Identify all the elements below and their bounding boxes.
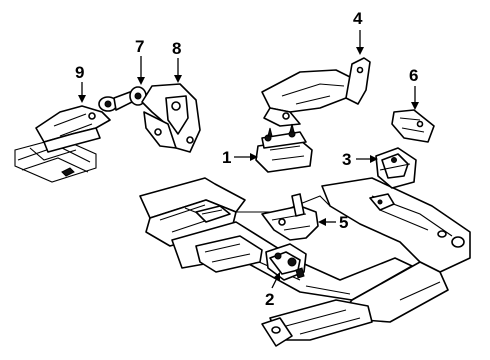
- callout-5: 5: [339, 213, 348, 232]
- callout-7: 7: [135, 37, 144, 56]
- callout-3: 3: [342, 150, 351, 169]
- callout-1: 1: [222, 148, 231, 167]
- engine-cradle-frame: [139, 177, 471, 347]
- part-7-torque-strut: [98, 86, 147, 112]
- callout-6: 6: [409, 66, 418, 85]
- part-3-engine-mount: [375, 147, 417, 189]
- frame-mount-pad: [369, 193, 395, 211]
- part-5-bracket: [261, 193, 319, 241]
- callout-9: 9: [75, 63, 84, 82]
- frame-left-mount-pad: [195, 205, 231, 223]
- callout-8: 8: [172, 39, 181, 58]
- part-2-mount: [265, 243, 307, 281]
- leader-lines: [78, 30, 419, 289]
- part-8-mount-bracket: [141, 83, 201, 153]
- part-9-bracket: [35, 105, 111, 153]
- callout-2: 2: [265, 290, 274, 309]
- callout-4: 4: [353, 9, 363, 28]
- part-1-engine-mount: [255, 123, 313, 173]
- part-4-upper-bracket: [261, 57, 371, 127]
- part-6-bracket: [391, 109, 435, 143]
